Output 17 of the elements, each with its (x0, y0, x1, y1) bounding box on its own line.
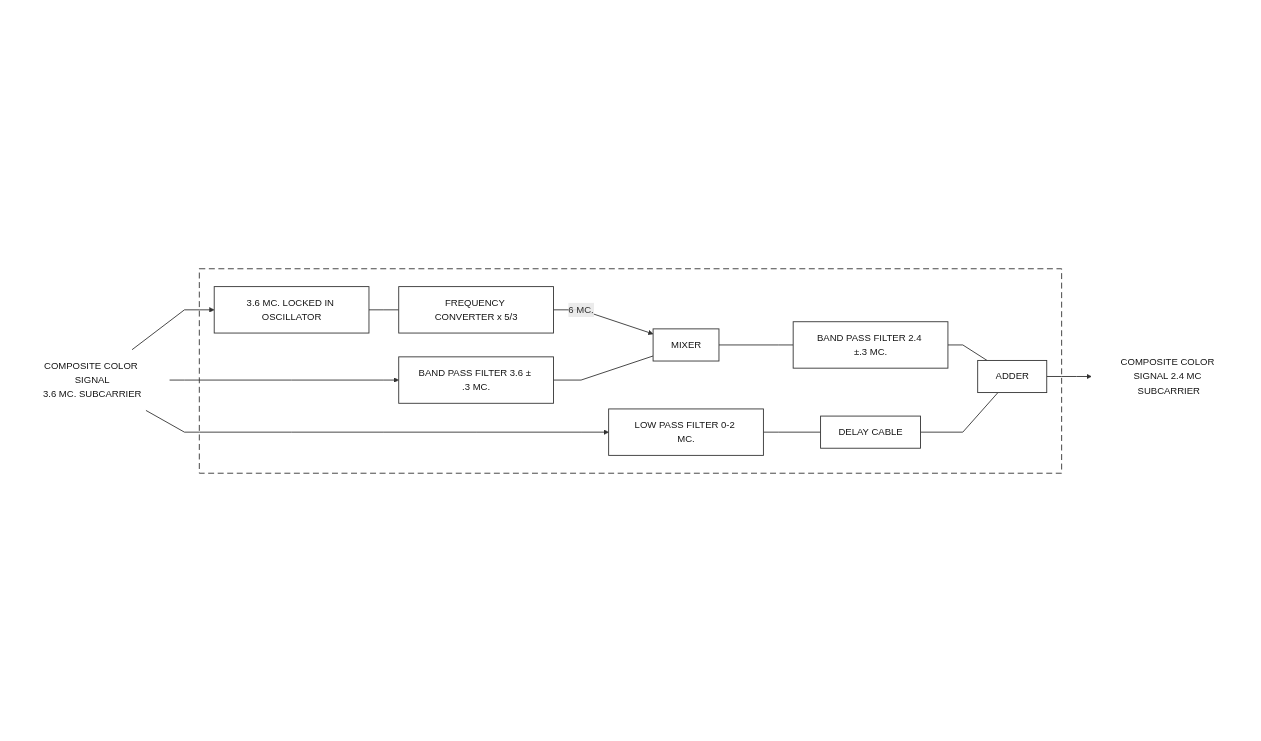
node-box: 3.6 MC. LOCKED IN OSCILLATOR (213, 285, 370, 333)
connector (553, 355, 654, 380)
connector (762, 431, 822, 433)
node-box: DELAY CABLE (820, 415, 921, 449)
cluster (198, 267, 1063, 474)
edge-label: 6 MC. (568, 303, 594, 315)
node-box: FREQUENCY CONVERTER x 5/3 (398, 285, 554, 333)
node-box: LOW PASS FILTER 0-2 MC. (608, 408, 764, 456)
node-text: COMPOSITE COLOR SIGNAL 3.6 MC. SUBCARRIER (42, 359, 142, 399)
node-box: BAND PASS FILTER 2.4 ±.3 MC. (792, 320, 949, 369)
connector (368, 308, 400, 310)
node-box: MIXER (652, 327, 720, 361)
node-box: ADDER (977, 359, 1048, 393)
node-box: BAND PASS FILTER 3.6 ± .3 MC. (398, 355, 554, 404)
connector (920, 391, 999, 433)
node-text: COMPOSITE COLOR SIGNAL 2.4 MC SUBCARRIER (1120, 356, 1215, 396)
connector (718, 344, 794, 345)
